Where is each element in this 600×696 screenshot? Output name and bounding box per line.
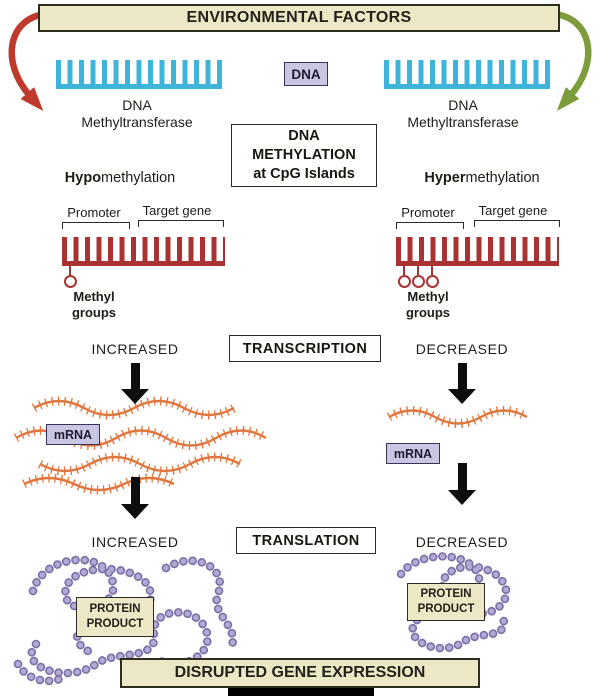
environmental-factors-title: ENVIRONMENTAL FACTORS (186, 9, 412, 26)
protein-product-label: PROTEIN PRODUCT (417, 588, 475, 615)
methyl-ball (398, 275, 411, 288)
mrna-chip-right: mRNA (386, 443, 440, 464)
translation-box: TRANSLATION (236, 527, 376, 554)
disrupted-gene-expression-banner: DISRUPTED GENE EXPRESSION (120, 658, 480, 688)
gene-strand-teeth (62, 237, 225, 261)
gene-strand-backbone (396, 261, 559, 266)
dna-strand-teeth (384, 60, 550, 84)
dna-methylation-box: DNA METHYLATION at CpG Islands (231, 124, 377, 187)
mrna-chip-left: mRNA (46, 424, 100, 445)
gene-strand-teeth (396, 237, 559, 261)
transcription-level-right: DECREASED (415, 341, 509, 357)
dna-chip: DNA (284, 62, 328, 86)
methyl-ball (426, 275, 439, 288)
methyl-group-icon (398, 266, 411, 288)
methyl-group-icon (426, 266, 439, 288)
methyl-stem (402, 266, 405, 275)
environmental-factors-banner: ENVIRONMENTAL FACTORS (38, 4, 560, 32)
methylation-box-line3: at CpG Islands (253, 165, 355, 182)
dna-strand-backbone (384, 84, 550, 89)
arrow-shaft (130, 477, 140, 504)
target-gene-bracket-left (138, 220, 224, 227)
dna-chip-label: DNA (291, 66, 321, 82)
translation-level-right: DECREASED (415, 534, 509, 550)
hypomethylation-label: Hypomethylation (30, 170, 210, 186)
methyl-stem (416, 266, 419, 275)
methyl-stem (430, 266, 433, 275)
dna-strand-teeth (56, 60, 222, 84)
protein-product-box-left: PROTEIN PRODUCT (76, 597, 154, 637)
hypermethylation-label: Hypermethylation (392, 170, 572, 186)
promoter-bracket-left (62, 222, 130, 229)
arrow-head (121, 389, 149, 404)
promoter-label-left: Promoter (67, 205, 121, 220)
mrna-label: mRNA (393, 446, 433, 461)
enzyme-line2: Methyltransferase (407, 113, 519, 130)
arrow-shaft (457, 363, 467, 389)
enzyme-line2: Methyltransferase (81, 113, 193, 130)
methyl-groups-label-left: Methyl groups (71, 289, 117, 321)
promoter-label-right: Promoter (401, 205, 455, 220)
dna-strand-left-icon (56, 60, 222, 89)
protein-product-box-right: PROTEIN PRODUCT (407, 583, 485, 621)
target-gene-label-left: Target gene (142, 203, 212, 218)
transcription-label: TRANSCRIPTION (242, 340, 368, 357)
methylation-box-line1: DNA (288, 128, 320, 145)
methyl-group-icon (412, 266, 425, 288)
enzyme-line1: DNA (122, 97, 152, 113)
transcription-level-left: INCREASED (91, 341, 179, 357)
arrow-shaft (457, 463, 467, 490)
dna-methyltransferase-label-right: DNA Methyltransferase (383, 97, 543, 131)
arrow-head (448, 490, 476, 505)
transcription-box: TRANSCRIPTION (229, 335, 381, 362)
disrupted-gene-expression-title: DISRUPTED GENE EXPRESSION (174, 664, 426, 681)
down-arrow-icon (448, 363, 476, 404)
hypo-prefix: Hypo (64, 170, 102, 186)
hyper-prefix: Hyper (424, 170, 466, 186)
gene-strand-left-icon (62, 237, 225, 266)
target-gene-bracket-right (474, 220, 560, 227)
translation-label: TRANSLATION (252, 532, 360, 549)
mrna-label: mRNA (53, 427, 93, 442)
methylation-box-line2: METHYLATION (252, 147, 356, 164)
arrow-shaft (130, 363, 140, 389)
down-arrow-icon (121, 363, 149, 404)
methyl-stem (68, 266, 71, 275)
dna-strand-right-icon (384, 60, 550, 89)
promoter-bracket-right (396, 222, 464, 229)
hyper-rest: methylation (465, 170, 540, 186)
bottom-black-bar (228, 688, 374, 696)
gene-strand-backbone (62, 261, 225, 266)
arrow-head (448, 389, 476, 404)
dna-strand-backbone (56, 84, 222, 89)
methyl-groups-label-right: Methyl groups (405, 289, 451, 321)
methyl-ball (412, 275, 425, 288)
target-gene-label-right: Target gene (478, 203, 548, 218)
translation-level-left: INCREASED (91, 534, 179, 550)
enzyme-line1: DNA (448, 97, 478, 113)
arrow-head (121, 504, 149, 519)
down-arrow-icon (448, 463, 476, 505)
down-arrow-icon (121, 477, 149, 519)
dna-methyltransferase-label-left: DNA Methyltransferase (57, 97, 217, 131)
protein-product-label: PROTEIN PRODUCT (86, 603, 144, 630)
methyl-ball (64, 275, 77, 288)
hypo-rest: methylation (101, 170, 176, 186)
methyl-group-icon (64, 266, 77, 288)
gene-strand-right-icon (396, 237, 559, 266)
